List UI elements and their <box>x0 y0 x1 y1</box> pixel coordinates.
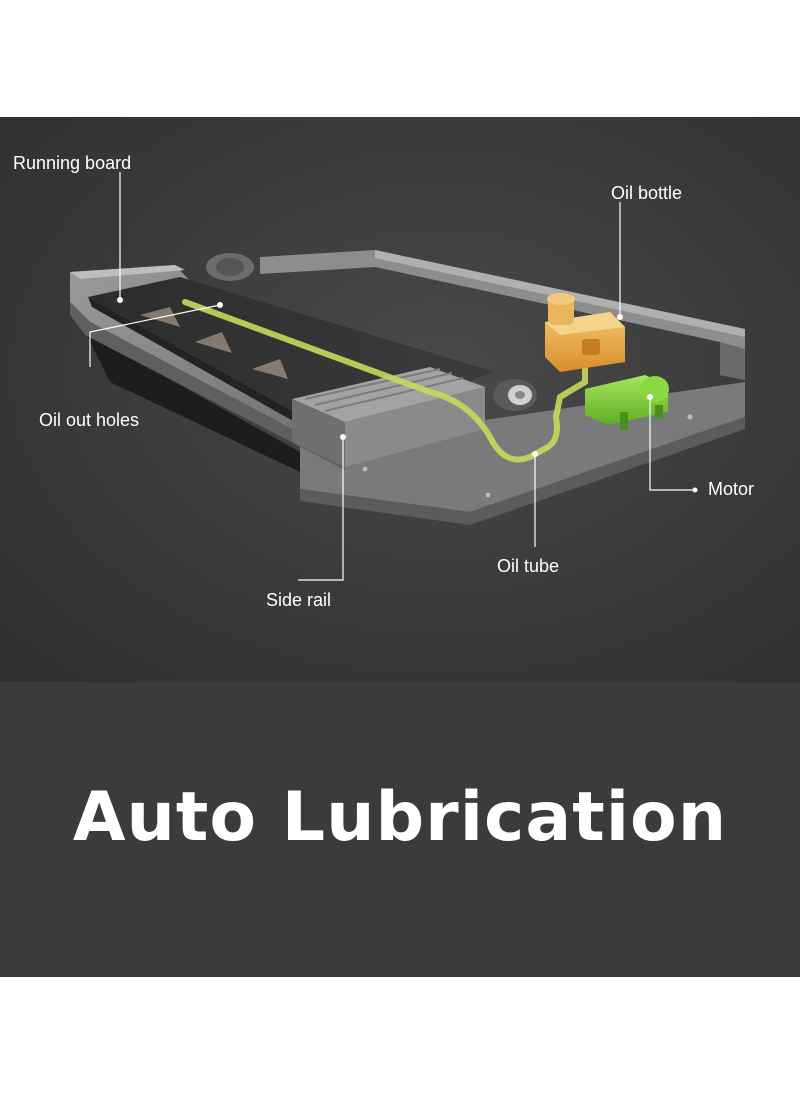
banner-title: Auto Lubrication <box>72 778 728 857</box>
label-running-board: Running board <box>13 153 132 173</box>
label-oil-tube: Oil tube <box>497 556 560 576</box>
label-oil-bottle: Oil bottle <box>611 183 683 203</box>
oil-tube-path <box>182 299 588 463</box>
leader-motor <box>649 397 695 491</box>
label-motor: Motor <box>708 479 755 499</box>
rear-roller <box>206 253 254 281</box>
front-roller <box>493 379 537 411</box>
leader-dots <box>117 297 698 493</box>
leader-side-rail <box>298 437 344 581</box>
treadmill-illustration <box>70 172 745 581</box>
front-cover <box>292 367 485 467</box>
lubrication-diagram: Running board Oil bottle Oil out holes M… <box>0 117 800 682</box>
label-oil-out-holes: Oil out holes <box>39 410 140 430</box>
frame-shadow <box>85 332 300 472</box>
leader-lines <box>89 172 695 581</box>
oil-bottle-icon <box>545 293 625 372</box>
label-side-rail: Side rail <box>266 590 332 610</box>
title-banner: Auto Lubrication <box>0 682 800 977</box>
leader-oil-out-holes <box>89 304 221 367</box>
